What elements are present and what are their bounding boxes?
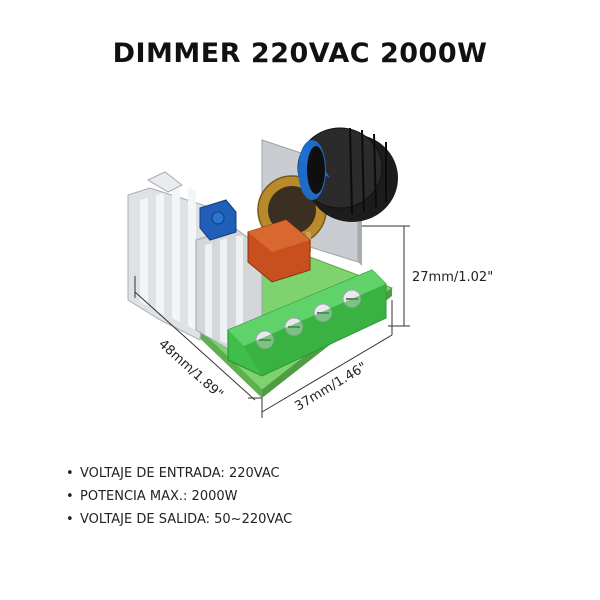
spec-list: •VOLTAJE DE ENTRADA: 220VAC •POTENCIA MA… (62, 462, 292, 531)
spec-input-voltage: VOLTAJE DE ENTRADA: 220VAC (80, 466, 280, 481)
spec-output-voltage: VOLTAJE DE SALIDA: 50~220VAC (80, 512, 293, 527)
trimmer-potentiometer (199, 199, 237, 241)
heatsink (127, 171, 263, 351)
terminal-block (227, 269, 387, 377)
width-dimension (261, 300, 393, 418)
height-dimension-label: 27mm/1.02" (412, 270, 493, 285)
page-title: DIMMER 220VAC 2000W (112, 38, 488, 69)
spec-item: •POTENCIA MAX.: 2000W (66, 489, 238, 504)
knob (297, 127, 398, 222)
spec-item: •VOLTAJE DE ENTRADA: 220VAC (66, 466, 280, 481)
capacitor (247, 219, 311, 283)
spec-item: •VOLTAJE DE SALIDA: 50~220VAC (66, 512, 293, 527)
depth-dimension (134, 276, 262, 401)
spec-max-power: POTENCIA MAX.: 2000W (80, 489, 238, 504)
